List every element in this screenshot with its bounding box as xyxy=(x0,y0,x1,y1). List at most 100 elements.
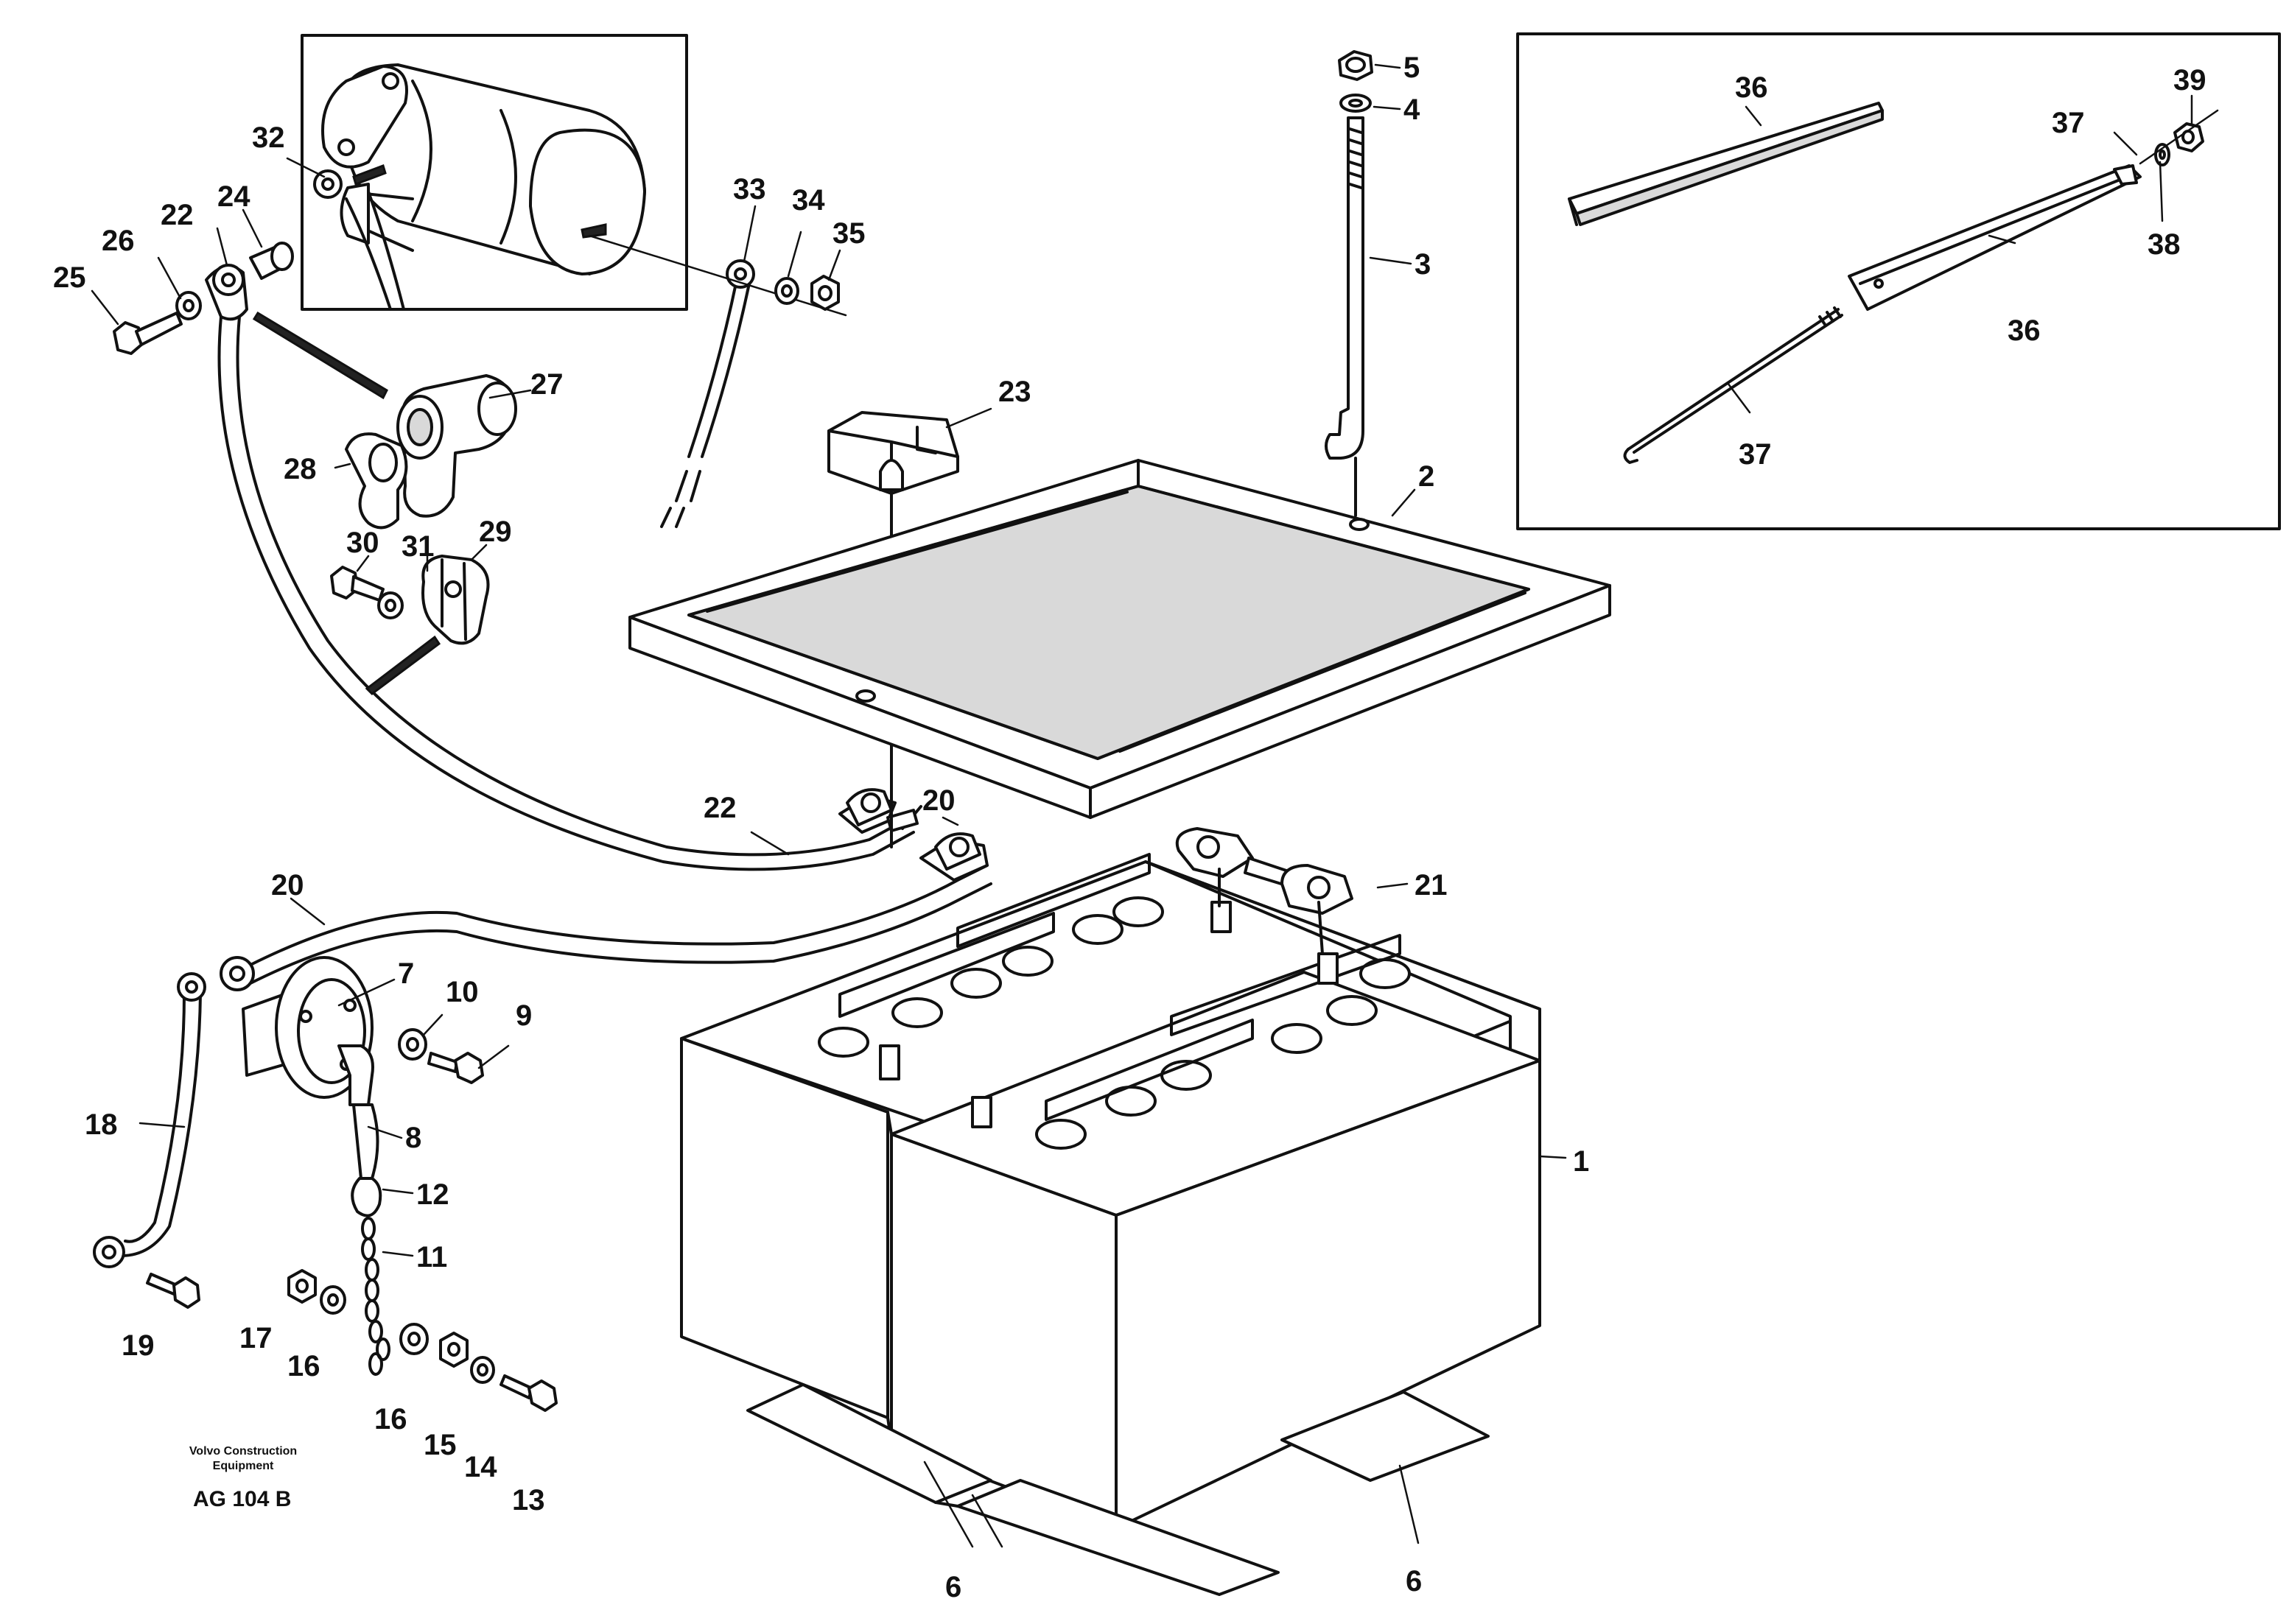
cable-18 xyxy=(93,972,206,1268)
callout-22b: 22 xyxy=(704,792,737,824)
callout-19: 19 xyxy=(122,1329,155,1362)
callout-18: 18 xyxy=(85,1108,118,1141)
boot-28 xyxy=(345,432,408,530)
cable-22 xyxy=(217,315,922,871)
callout-6a: 6 xyxy=(945,1571,961,1603)
battery-front xyxy=(886,971,1541,1530)
callout-28: 28 xyxy=(284,453,317,485)
elbow-connector-27 xyxy=(396,374,517,518)
callout-26: 26 xyxy=(102,225,135,257)
drawing-reference: AG 104 B xyxy=(193,1487,291,1511)
callout-33: 33 xyxy=(733,173,766,205)
cable-clamp-29 xyxy=(421,555,490,645)
sleeve-24 xyxy=(249,242,294,280)
callout-6b: 6 xyxy=(1406,1565,1422,1597)
part-callouts: 1 2 3 4 5 6 6 7 8 9 10 11 12 13 14 15 16… xyxy=(53,52,2206,1603)
washer-34 xyxy=(774,277,799,305)
callout-10: 10 xyxy=(446,976,479,1008)
battery-lug-20 xyxy=(919,832,989,882)
callout-23: 23 xyxy=(998,376,1031,408)
callout-21: 21 xyxy=(1415,869,1448,901)
pointer-29 xyxy=(365,635,441,695)
starter-motor-inset-frame xyxy=(301,34,688,311)
nut-35 xyxy=(810,275,840,311)
callout-37a: 37 xyxy=(2052,107,2085,139)
bolt-9 xyxy=(427,1052,484,1084)
callout-3: 3 xyxy=(1415,248,1431,281)
callout-38: 38 xyxy=(2148,228,2181,261)
washer-31 xyxy=(377,591,404,619)
callout-34: 34 xyxy=(792,184,825,217)
nut-17 xyxy=(287,1269,317,1304)
callout-15: 15 xyxy=(424,1429,457,1461)
callout-37b: 37 xyxy=(1739,438,1772,471)
starter-cable-33 xyxy=(588,234,847,528)
callout-16a: 16 xyxy=(287,1350,320,1382)
chain-11 xyxy=(361,1217,390,1376)
callout-11: 11 xyxy=(416,1241,447,1273)
nut-15 xyxy=(439,1332,469,1368)
callout-30: 30 xyxy=(346,527,379,559)
starter-motor xyxy=(313,63,646,311)
washer-16a xyxy=(320,1285,346,1315)
callout-36a: 36 xyxy=(1735,71,1768,104)
cable-20 xyxy=(220,832,992,991)
battery-cell-caps xyxy=(818,853,1411,1150)
washer-26 xyxy=(175,291,202,320)
leader-lines xyxy=(91,63,2193,1548)
callout-12: 12 xyxy=(416,1178,449,1211)
bolt-13 xyxy=(499,1374,558,1412)
washer-14 xyxy=(470,1356,495,1384)
battery-pad-6c xyxy=(1280,1391,1490,1482)
callout-24: 24 xyxy=(217,180,250,213)
bolt-30 xyxy=(330,566,385,602)
terminal-lug-22 xyxy=(205,264,248,321)
cable-lug-22b xyxy=(838,788,897,834)
tie-rod-3 xyxy=(1325,116,1364,517)
callout-32: 32 xyxy=(252,122,285,154)
callout-20b: 20 xyxy=(922,784,956,817)
callout-14: 14 xyxy=(464,1451,497,1483)
company-name-line2: Equipment xyxy=(213,1460,274,1472)
callout-25: 25 xyxy=(53,261,86,294)
callout-20a: 20 xyxy=(271,869,304,901)
strap-36-top xyxy=(1568,102,1884,226)
callout-17: 17 xyxy=(239,1322,273,1354)
callout-39: 39 xyxy=(2173,64,2206,96)
callout-16b: 16 xyxy=(374,1403,407,1435)
washer-38 xyxy=(2154,143,2170,166)
callout-27: 27 xyxy=(530,368,564,401)
battery-pad-6b xyxy=(956,1479,1280,1596)
washer-10 xyxy=(398,1028,427,1061)
battery-link-cable-21 xyxy=(1175,827,1353,955)
callout-4: 4 xyxy=(1403,94,1420,126)
bolt-19 xyxy=(146,1273,200,1309)
hook-rod-37 xyxy=(1623,306,1843,464)
callout-8: 8 xyxy=(405,1122,421,1154)
company-name-line1: Volvo Construction xyxy=(189,1445,297,1458)
nut-5 xyxy=(1338,50,1373,81)
callout-7: 7 xyxy=(398,957,414,990)
washer-4 xyxy=(1339,94,1372,113)
battery-rear xyxy=(680,860,1541,1419)
callout-35: 35 xyxy=(832,217,866,250)
callout-22a: 22 xyxy=(161,199,194,231)
callout-29: 29 xyxy=(479,516,512,548)
key-8 xyxy=(351,1103,382,1217)
callout-36b: 36 xyxy=(2008,314,2041,347)
callout-1: 1 xyxy=(1573,1145,1589,1178)
battery-strap-inset-frame xyxy=(1516,32,2281,530)
washer-16b xyxy=(399,1323,429,1355)
pointer-27 xyxy=(252,311,388,400)
battery-main-switch-7 xyxy=(242,956,374,1106)
drawing-footer: Volvo Construction Equipment AG 104 B xyxy=(189,1445,297,1511)
callout-2: 2 xyxy=(1418,460,1434,493)
ring-lug-20 xyxy=(220,956,255,991)
bolt-25 xyxy=(113,312,183,355)
callout-5: 5 xyxy=(1403,52,1420,84)
callout-31: 31 xyxy=(402,530,435,563)
callout-9: 9 xyxy=(516,999,532,1032)
battery-frame-2 xyxy=(628,459,1611,819)
callout-13: 13 xyxy=(512,1484,545,1516)
